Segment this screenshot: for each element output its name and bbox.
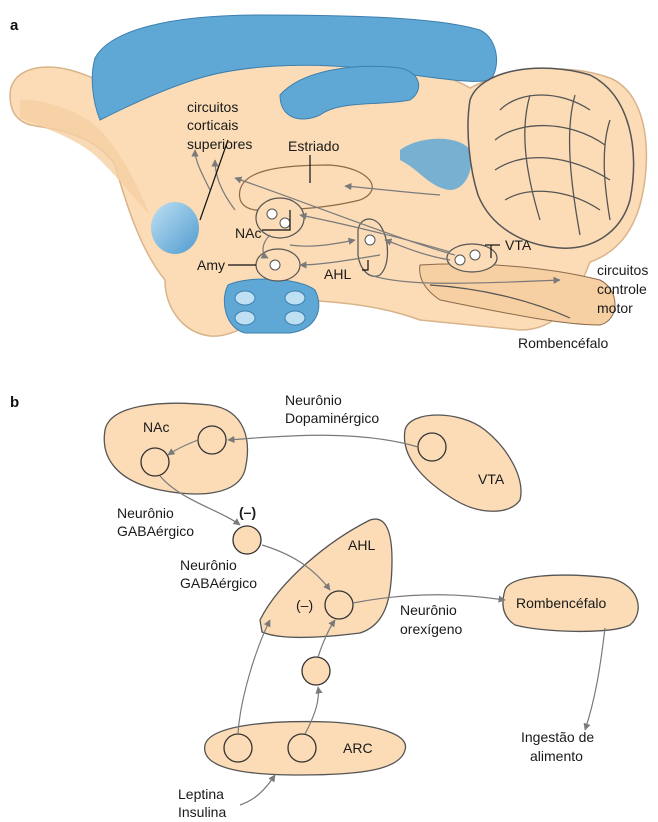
label-dopaminergic-1: Neurônio	[285, 392, 342, 408]
label-ahl-b: AHL	[348, 537, 375, 553]
label-food-intake-1: Ingestão de	[521, 729, 594, 745]
label-amy: Amy	[197, 257, 225, 273]
anterior-ventricle	[151, 202, 199, 254]
panel-a-letter: a	[10, 17, 19, 34]
vta-node	[404, 415, 521, 511]
label-motor-3: motor	[597, 300, 633, 316]
label-hormones-2: Insulina	[178, 804, 226, 820]
pituitary-region	[224, 279, 318, 333]
label-vta-a: VTA	[505, 237, 532, 253]
label-motor-2: controle	[597, 281, 647, 297]
label-food-intake-2: alimento	[530, 748, 583, 764]
label-nac-b: NAc	[143, 419, 169, 435]
label-gaba2-2: GABAérgico	[180, 575, 257, 591]
label-arc: ARC	[343, 740, 373, 756]
label-hormones-1: Leptina	[178, 786, 224, 802]
label-orexigenic-2: orexígeno	[400, 621, 462, 637]
label-gaba2-1: Neurônio	[180, 557, 237, 573]
nac-node	[104, 403, 247, 494]
label-motor-1: circuitos	[597, 262, 648, 278]
nac-region	[256, 198, 304, 238]
label-ahl-a: AHL	[324, 266, 351, 282]
label-orexigenic-1: Neurônio	[400, 602, 457, 618]
label-hindbrain-a: Rombencéfalo	[518, 335, 608, 351]
label-striatum: Estriado	[288, 138, 340, 154]
label-vta-b: VTA	[478, 471, 505, 487]
label-cortical-3: superiores	[187, 136, 252, 152]
panel-b-letter: b	[10, 394, 19, 411]
label-hindbrain-b: Rombencéfalo	[516, 595, 606, 611]
label-gaba1-2: GABAérgico	[117, 523, 194, 539]
inhibition-sign-ahl: (–)	[296, 597, 313, 613]
label-gaba1-1: Neurônio	[117, 505, 174, 521]
inhibition-sign-top: (–)	[239, 504, 256, 520]
label-dopaminergic-2: Dopaminérgico	[285, 410, 379, 426]
label-nac-a: NAc	[235, 225, 261, 241]
gaba-neuron-1	[233, 526, 261, 554]
label-cortical-1: circuitos	[187, 99, 238, 115]
label-cortical-2: corticais	[187, 117, 238, 133]
arc-relay-neuron	[302, 657, 330, 685]
panel-a-brain-sagittal	[10, 15, 646, 336]
